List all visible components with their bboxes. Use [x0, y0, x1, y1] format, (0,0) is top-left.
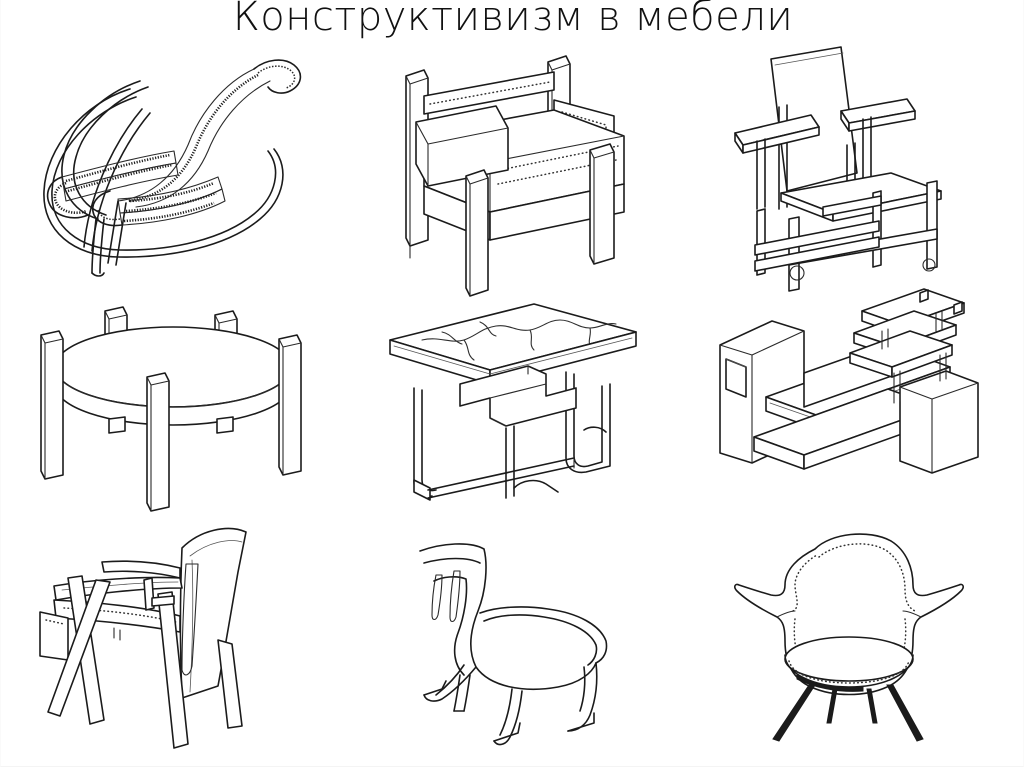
plywood-chair-icon	[419, 543, 608, 746]
figure-fiberglass-shell-armchair	[684, 510, 1024, 760]
red-blue-chair-icon	[734, 46, 943, 292]
wicker-cantilever-chair-icon	[42, 59, 301, 277]
modular-shelf-icon	[719, 287, 980, 474]
wooden-lounge-chair-icon	[38, 527, 247, 749]
figure-round-coffee-table	[1, 288, 342, 512]
figure-upholstered-post-armchair	[342, 44, 683, 297]
boxy-armchair-icon	[405, 54, 625, 297]
figure-red-blue-slat-armchair	[684, 44, 1024, 292]
page-title: Конструктивизм в мебели	[232, 0, 794, 40]
shell-armchair-icon	[734, 532, 965, 742]
figure-modular-shelving-sideboard	[684, 287, 1024, 510]
figure-tubular-steel-wicker-lounge-chair	[1, 44, 342, 288]
figure-bent-plywood-lounge-chair	[342, 510, 683, 760]
figure-marble-top-bent-plywood-table	[342, 288, 683, 510]
furniture-figure-grid	[1, 44, 1024, 760]
marble-table-icon	[389, 302, 637, 501]
figure-midcentury-wooden-lounge-chair	[1, 510, 342, 760]
round-table-icon	[39, 306, 302, 512]
